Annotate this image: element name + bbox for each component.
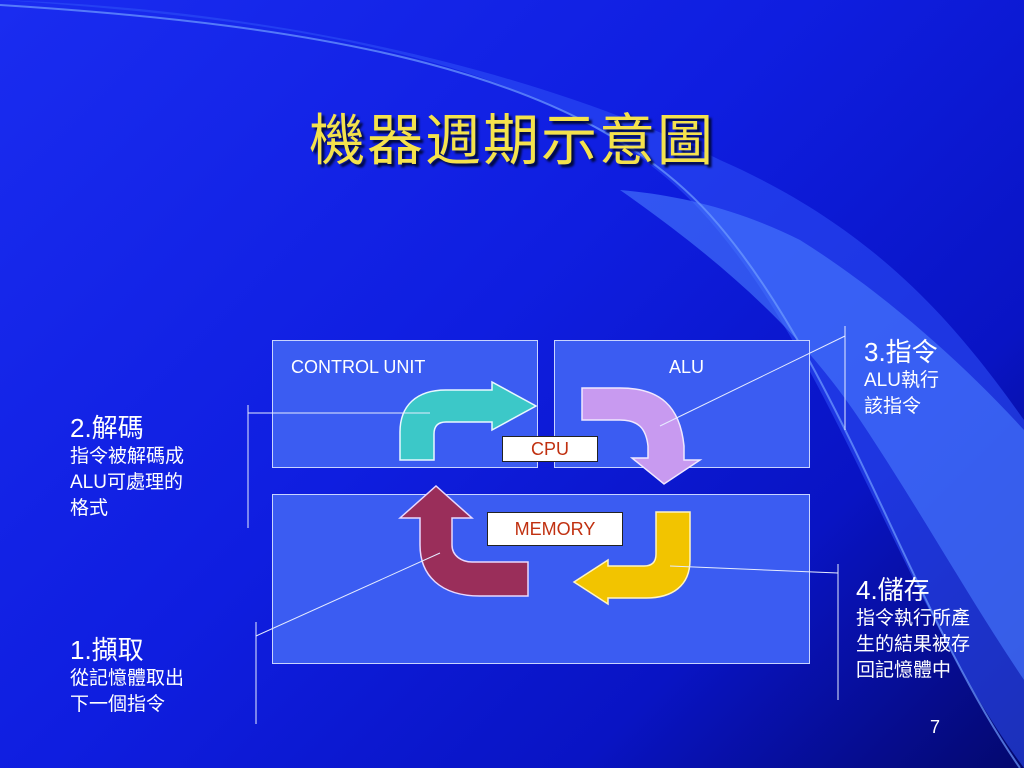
step-store-heading: 4.儲存	[856, 575, 930, 605]
step-execute-line: ALU執行	[864, 370, 939, 391]
step-fetch-line: 從記憶體取出	[70, 668, 185, 689]
step-store-line: 生的結果被存	[856, 634, 971, 655]
page-number: 7	[929, 717, 940, 737]
step-fetch-heading: 1.擷取	[70, 635, 144, 665]
step-decode-heading: 2.解碼	[70, 413, 144, 443]
step-store-line: 指令執行所產	[856, 608, 971, 629]
step-execute-heading: 3.指令	[864, 337, 938, 367]
slide-title: 機器週期示意圖	[309, 109, 715, 174]
step-store-note: 4.儲存 指令執行所產 生的結果被存 回記憶體中	[856, 574, 970, 684]
step-fetch-note: 1.擷取 從記憶體取出 下一個指令	[70, 634, 184, 718]
memory-tag: MEMORY	[487, 512, 623, 546]
step-decode-line: 格式	[70, 498, 109, 519]
alu-label: ALU	[669, 357, 705, 377]
step-decode-line: ALU可處理的	[70, 472, 183, 493]
cpu-tag: CPU	[502, 436, 598, 462]
step-decode-note: 2.解碼 指令被解碼成 ALU可處理的 格式	[70, 412, 184, 522]
step-execute-line: 該指令	[864, 396, 922, 417]
step-execute-note: 3.指令 ALU執行 該指令	[864, 336, 939, 420]
step-decode-line: 指令被解碼成	[70, 446, 185, 467]
step-fetch-line: 下一個指令	[70, 694, 166, 715]
step-store-line: 回記憶體中	[856, 660, 952, 681]
control-unit-label: CONTROL UNIT	[291, 357, 426, 377]
